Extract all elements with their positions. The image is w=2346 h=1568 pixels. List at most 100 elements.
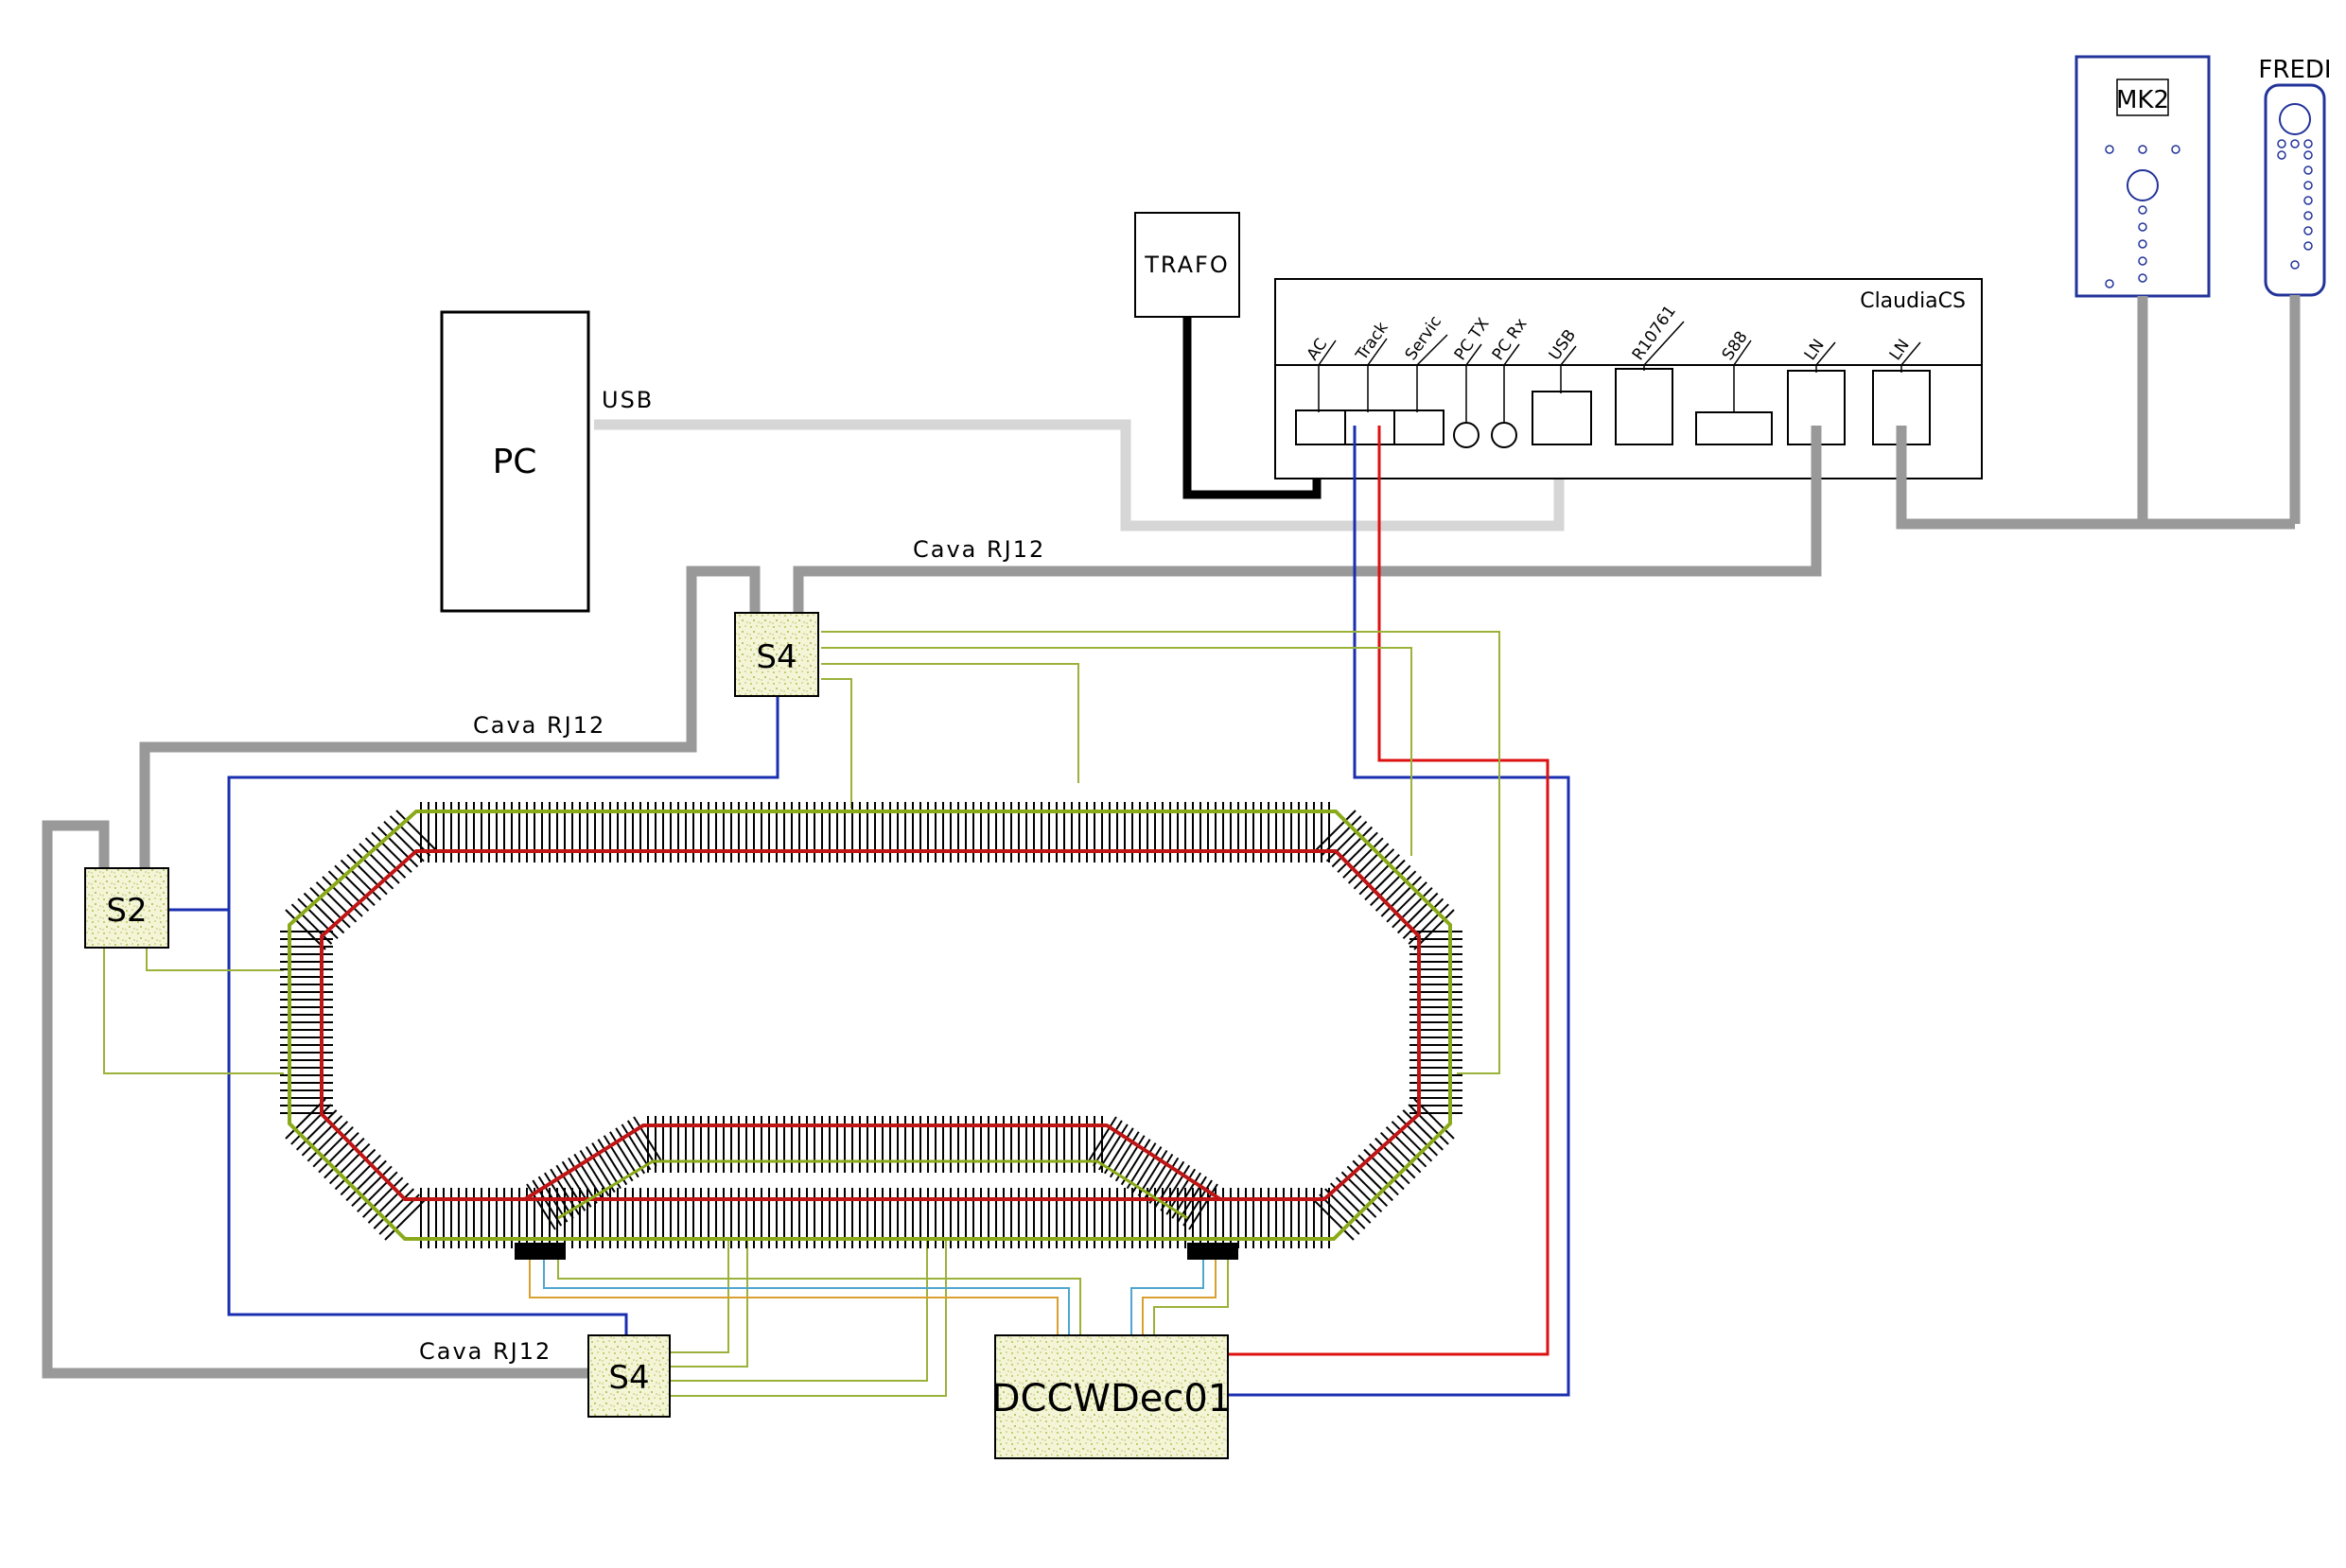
s4-top-module: S4 [734, 612, 819, 697]
loconet-throttle-cables [1896, 295, 2301, 530]
track-tie [334, 1148, 376, 1191]
track-tie [351, 1165, 393, 1208]
button-dot [2303, 241, 2313, 251]
button-dot [2277, 150, 2286, 160]
track-tie [633, 1116, 663, 1163]
track-tie [1353, 848, 1395, 890]
track-tie [1402, 897, 1444, 940]
track-tie [285, 1098, 326, 1140]
track-tie [1315, 810, 1357, 851]
track-tie [579, 1149, 610, 1197]
track-tie [1337, 831, 1378, 874]
track-tie [352, 848, 394, 890]
track-tie [615, 1127, 646, 1175]
track-tie [1313, 1199, 1355, 1241]
inner-rail [320, 849, 1421, 1201]
decoder-module: DCCWDec01 [991, 1334, 1233, 1459]
s2-left-label: S2 [106, 892, 147, 930]
pc-box: PC [440, 310, 590, 613]
track-tie [1182, 1179, 1213, 1227]
button-dot [2138, 239, 2147, 249]
button-dot [2303, 166, 2313, 175]
track-tie [315, 881, 358, 923]
siding-rail-alt [557, 1159, 1188, 1220]
track-tie [345, 1159, 387, 1202]
track-tie [364, 837, 407, 879]
track-tie [357, 1171, 398, 1212]
track-tie [1120, 1139, 1151, 1186]
track-tie [1109, 1131, 1140, 1178]
track-tie [303, 892, 345, 934]
track-tie [295, 1109, 338, 1151]
button-dot [2303, 226, 2313, 235]
track-tie [361, 1176, 404, 1218]
turnout-leads [529, 1253, 1229, 1335]
track-tie [324, 1137, 365, 1179]
command-station-label: ClaudiaCS [1860, 289, 1966, 313]
track-tie [322, 876, 363, 917]
usb-cable-label: USB [602, 387, 654, 413]
track-tie [573, 1153, 604, 1200]
button-dot [2290, 260, 2300, 270]
track-tie [327, 870, 370, 912]
track-tie [306, 1121, 349, 1162]
track-tie [1408, 903, 1449, 945]
mk2-throttle: MK2 [2075, 55, 2211, 298]
fredi-label: FREDI [2258, 56, 2331, 84]
siding-rail [523, 1124, 1222, 1201]
track-tie [334, 864, 376, 907]
s4-bottom-label: S4 [608, 1359, 649, 1397]
track-tie [626, 1120, 657, 1167]
track-tie [1342, 837, 1384, 879]
track-tie [340, 1154, 382, 1196]
track-tie [1126, 1142, 1157, 1190]
track-tie [1188, 1183, 1218, 1230]
decoder-label: DCCWDec01 [991, 1377, 1233, 1420]
fredi-throttle: FREDI [2258, 56, 2332, 297]
track-tie [1379, 1131, 1422, 1174]
track-loop [280, 802, 1462, 1248]
track-tie [1408, 1104, 1449, 1145]
track-tie [378, 1193, 420, 1235]
track-tie [1319, 1193, 1360, 1235]
track-tie [1374, 1137, 1416, 1179]
track-tie [389, 815, 431, 857]
track-tie [609, 1131, 639, 1178]
button-dot [2138, 256, 2147, 266]
turnout-motor-left [515, 1243, 566, 1260]
track-tie [1137, 1149, 1168, 1197]
track-tie [395, 810, 437, 851]
track-tie [1374, 870, 1417, 912]
track-tie [1321, 815, 1362, 857]
fredi-buttons [2277, 139, 2313, 270]
track-tie [285, 909, 326, 950]
track-tie [1391, 1121, 1433, 1162]
track-tie [383, 820, 425, 862]
track-tie [346, 853, 388, 896]
track-tie [297, 897, 339, 940]
track-ties [280, 802, 1462, 1248]
turnout-motor-right [1187, 1243, 1238, 1260]
sensor-wires [103, 631, 1500, 1397]
button-dot [2277, 139, 2286, 148]
button-dot [2303, 196, 2313, 205]
s4-top-label: S4 [756, 638, 797, 676]
cable-rj12-left-label: Cava RJ12 [473, 712, 605, 739]
s4-bottom-module: S4 [587, 1334, 671, 1418]
track-tie [290, 1104, 332, 1145]
cable-rj12-top-label: Cava RJ12 [913, 536, 1045, 563]
track-tie [1087, 1116, 1117, 1163]
track-tie [318, 1131, 359, 1174]
track-tie [367, 1182, 410, 1224]
trafo-box: TRAFO [1134, 212, 1240, 318]
track-tie [603, 1135, 634, 1182]
mk2-label: MK2 [2116, 86, 2169, 114]
track-tie [371, 831, 412, 874]
track-tie [309, 886, 351, 929]
track-tie [1386, 881, 1427, 923]
track-tie [340, 859, 382, 901]
button-dot [2303, 211, 2313, 220]
button-dot [2303, 181, 2313, 190]
track-tie [1331, 826, 1374, 868]
